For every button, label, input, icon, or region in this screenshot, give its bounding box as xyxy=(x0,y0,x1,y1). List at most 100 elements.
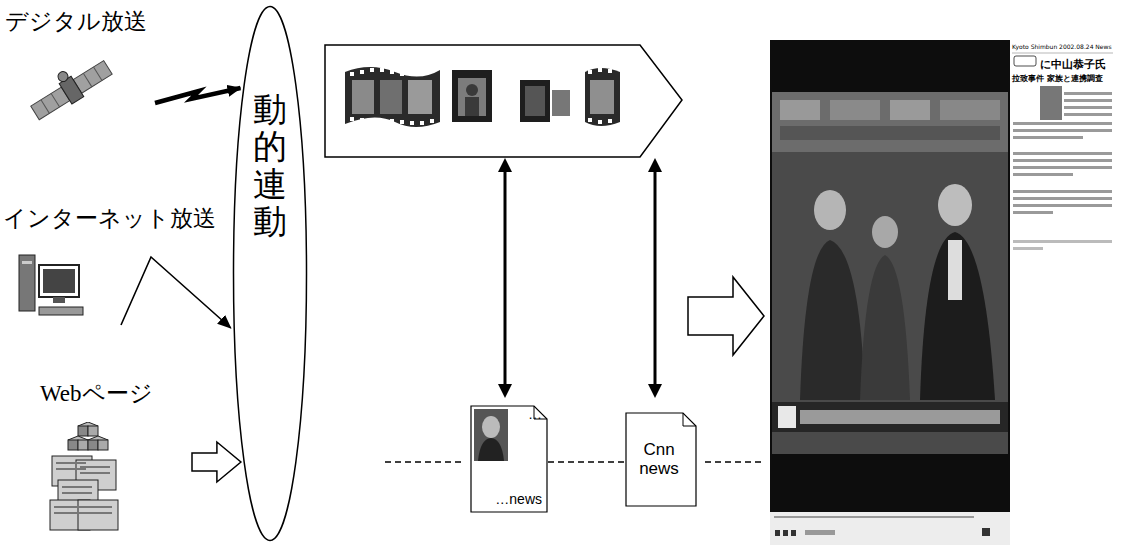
document-label: …news xyxy=(476,492,542,507)
illustration-part xyxy=(452,70,492,122)
illustration-part xyxy=(360,70,364,74)
illustration-part xyxy=(772,454,1008,512)
illustration-part xyxy=(78,426,88,436)
illustration-part xyxy=(465,97,479,116)
illustration-part xyxy=(775,528,990,536)
illustration-part xyxy=(938,184,972,226)
illustration-part xyxy=(800,240,865,400)
illustration-part xyxy=(80,472,110,474)
illustration-part xyxy=(1013,197,1112,200)
illustration-part xyxy=(780,100,820,120)
illustration-part xyxy=(534,406,547,419)
link-ellipse: 動的連動 xyxy=(232,5,308,542)
illustration-part xyxy=(683,413,696,426)
illustration-part xyxy=(31,87,70,120)
illustration-part xyxy=(54,462,112,514)
illustration-part xyxy=(370,68,374,72)
illustration-part xyxy=(54,506,84,508)
illustration-part xyxy=(1013,166,1112,169)
result-arrow xyxy=(688,277,764,355)
connector xyxy=(155,88,241,103)
illustration-part xyxy=(648,158,662,172)
illustration-part xyxy=(83,73,91,87)
illustration-part xyxy=(1013,211,1053,214)
link-arrow xyxy=(648,158,662,398)
source-label: Webページ xyxy=(40,380,153,408)
illustration-part xyxy=(654,168,657,388)
illustration-part xyxy=(59,76,84,104)
illustration-part xyxy=(390,70,394,74)
illustration-part xyxy=(62,492,92,494)
screenshot xyxy=(770,40,1115,545)
illustration-part xyxy=(552,90,570,116)
illustration-part xyxy=(1013,190,1112,193)
illustration-part xyxy=(345,67,440,127)
illustration-part xyxy=(350,72,354,76)
dashed-line xyxy=(705,461,762,462)
illustration-part xyxy=(52,456,92,486)
illustration-part xyxy=(39,307,83,315)
illustration-part xyxy=(1013,159,1112,162)
illustration-part xyxy=(88,436,108,444)
illustration-part xyxy=(1064,92,1112,95)
illustration-part xyxy=(1012,53,1113,54)
illustration-part xyxy=(458,78,486,116)
illustration-part xyxy=(498,158,512,172)
illustration-part xyxy=(380,80,402,114)
illustration-part xyxy=(56,462,86,464)
illustration-part xyxy=(53,297,65,303)
illustration-part xyxy=(830,100,880,120)
vertical-label: 動的連動 xyxy=(253,91,287,241)
illustration-part xyxy=(585,68,620,126)
illustration-part xyxy=(1014,56,1036,66)
illustration-part xyxy=(588,70,592,74)
illustration-part xyxy=(51,93,59,107)
ellipse-outline xyxy=(232,5,308,542)
illustration-part xyxy=(920,232,995,400)
source-label: デジタル放送 xyxy=(5,8,147,36)
illustration-part xyxy=(982,528,990,536)
illustration-part xyxy=(76,460,116,490)
illustration-part xyxy=(68,436,88,444)
document-outline xyxy=(625,412,697,507)
illustration-part xyxy=(50,500,90,530)
source-icon xyxy=(27,52,117,130)
document-label: Cnn news xyxy=(633,441,685,478)
illustration-part xyxy=(408,80,432,114)
illustration-part xyxy=(780,126,1000,140)
illustration-part xyxy=(778,406,796,428)
illustration-part xyxy=(474,409,508,461)
stream-arrow xyxy=(325,45,682,157)
illustration-part xyxy=(1013,247,1043,250)
illustration-part xyxy=(88,440,98,450)
connector xyxy=(121,257,231,328)
illustration-part xyxy=(770,512,1010,545)
source-label: インターネット放送 xyxy=(3,205,216,233)
illustration-part xyxy=(626,413,696,506)
illustration-part xyxy=(380,120,384,124)
illustration-part xyxy=(940,100,1000,120)
illustration-part xyxy=(370,119,374,123)
illustration-part xyxy=(360,118,364,122)
illustration-part xyxy=(78,440,88,450)
illustration-part xyxy=(1013,122,1112,125)
illustration-part xyxy=(56,468,86,470)
illustration-part xyxy=(68,440,78,450)
film-frame xyxy=(452,70,492,122)
screenshot-text: Kyoto Shimbun 2002.08.24 News xyxy=(1012,43,1112,50)
illustration-part xyxy=(1013,152,1112,155)
illustration-part xyxy=(498,384,512,398)
illustration-part xyxy=(350,68,434,125)
illustration-part xyxy=(772,402,1008,432)
illustration-part xyxy=(608,69,612,73)
illustration-part xyxy=(82,512,112,514)
illustration-part xyxy=(58,480,98,510)
illustration-part xyxy=(43,269,75,293)
illustration-part xyxy=(1013,240,1112,243)
illustration-part xyxy=(27,52,114,123)
source-node: Webページ xyxy=(40,380,190,538)
illustration-part xyxy=(73,61,112,94)
illustration-part xyxy=(588,68,612,124)
document-outline xyxy=(470,405,548,513)
illustration-part xyxy=(1013,173,1073,176)
